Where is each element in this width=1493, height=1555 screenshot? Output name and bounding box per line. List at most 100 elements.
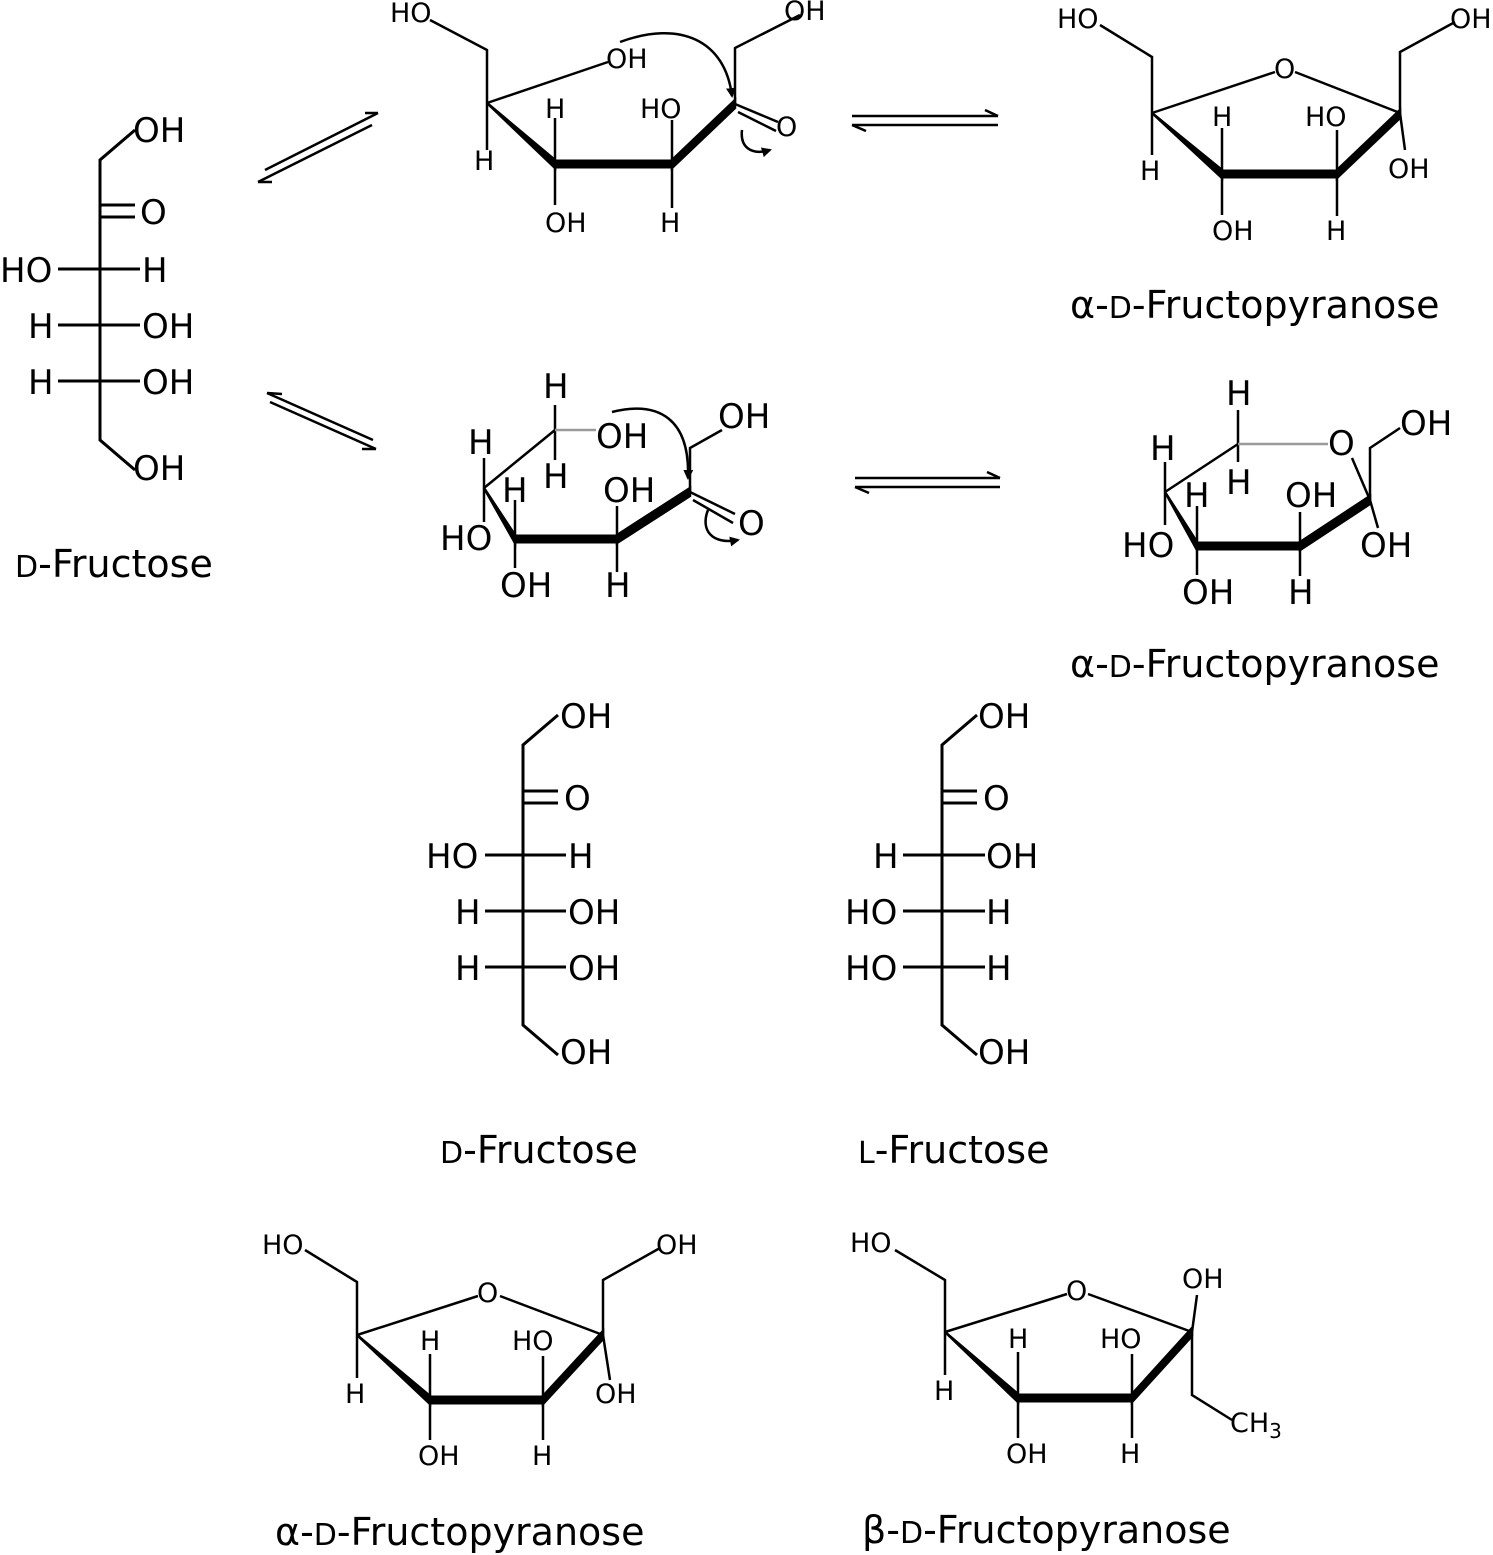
- ring-closing-furanose-intermediate: [429, 13, 801, 208]
- open-chain-d-fructose-top: [58, 128, 140, 472]
- atom-label: OH: [545, 208, 587, 239]
- atom-label: O: [983, 779, 1010, 819]
- atom-label: H: [1184, 476, 1210, 516]
- atom-label: H: [660, 208, 680, 239]
- atom-label: OH: [595, 1379, 637, 1410]
- atom-label: HO: [1100, 1324, 1142, 1355]
- atom-label: H: [468, 423, 494, 463]
- atom-label: H: [420, 1326, 440, 1357]
- atom-label: OH: [656, 1230, 698, 1261]
- atom-label: O: [1066, 1276, 1087, 1307]
- atom-label: HO: [512, 1326, 554, 1357]
- atom-label: H: [543, 367, 569, 407]
- atom-label: OH: [596, 417, 648, 457]
- atom-label: H: [605, 566, 631, 606]
- caption-d-fructose-top: D-Fructose: [15, 542, 213, 586]
- atom-label: O: [1274, 54, 1295, 85]
- atom-label: HO: [440, 519, 492, 559]
- atom-label: H: [986, 949, 1012, 989]
- atom-label: HO: [640, 94, 682, 125]
- atom-label: H: [545, 94, 565, 125]
- atom-label: OH: [603, 471, 655, 511]
- atom-label: OH: [1360, 526, 1412, 566]
- atom-label: H: [28, 307, 54, 347]
- atom-label: OH: [568, 893, 620, 933]
- atom-label: HO: [1057, 4, 1099, 35]
- ring-closing-pyranose-intermediate: [482, 405, 740, 572]
- atom-label: OH: [560, 1033, 612, 1073]
- atom-label: O: [140, 193, 167, 233]
- caption-beta-pyranose-bottom: β-D-Fructopyranose: [862, 1508, 1231, 1552]
- atom-label: HO: [262, 1230, 304, 1261]
- atom-label: OH: [560, 697, 612, 737]
- caption-pyranose-2: α-D-Fructopyranose: [1070, 642, 1439, 686]
- atom-label: H: [474, 146, 494, 177]
- atom-label: H: [1120, 1439, 1140, 1470]
- atom-label: H: [986, 893, 1012, 933]
- atom-label: H: [455, 949, 481, 989]
- atom-label: O: [1328, 424, 1355, 464]
- atom-label: H: [934, 1376, 954, 1407]
- atom-label: OH: [1006, 1439, 1048, 1470]
- atom-label: H: [568, 837, 594, 877]
- atom-label: HO: [0, 251, 52, 291]
- atom-label: H: [142, 251, 168, 291]
- atom-label: OH: [718, 397, 770, 437]
- atom-label-ch3: CH3: [1230, 1408, 1282, 1443]
- atom-label: OH: [784, 0, 826, 27]
- atom-label: OH: [1182, 573, 1234, 613]
- atom-label: OH: [1182, 1264, 1224, 1295]
- atom-label: H: [345, 1379, 365, 1410]
- atom-label: OH: [1450, 4, 1492, 35]
- caption-l-fructose-middle: L-Fructose: [858, 1128, 1049, 1172]
- atom-label: HO: [845, 893, 897, 933]
- atom-label: H: [502, 471, 528, 511]
- atom-label: HO: [845, 949, 897, 989]
- atom-label: OH: [568, 949, 620, 989]
- atom-label: OH: [1388, 154, 1430, 185]
- furanose-ring-bottom-right: [894, 1248, 1233, 1438]
- atom-label: HO: [1305, 102, 1347, 133]
- caption-pyranose-1: α-D-Fructopyranose: [1070, 283, 1439, 327]
- atom-label: H: [1326, 216, 1346, 247]
- atom-label: HO: [390, 0, 432, 29]
- atom-label: OH: [606, 44, 648, 75]
- atom-label: H: [543, 457, 569, 497]
- pyranose-ring-right: [1163, 410, 1401, 576]
- atom-label: OH: [978, 697, 1030, 737]
- atom-label: OH: [142, 307, 194, 347]
- atom-label: H: [1226, 463, 1252, 503]
- atom-label: OH: [1212, 216, 1254, 247]
- atom-label: OH: [986, 837, 1038, 877]
- atom-label: O: [738, 504, 765, 544]
- atom-label: H: [1226, 374, 1252, 414]
- atom-label: OH: [133, 111, 185, 151]
- atom-label: OH: [1285, 476, 1337, 516]
- atom-label: OH: [142, 363, 194, 403]
- furanose-ring-top-right: [1099, 20, 1456, 216]
- atom-label: H: [1288, 573, 1314, 613]
- atom-label: OH: [1400, 404, 1452, 444]
- atom-label: H: [455, 893, 481, 933]
- atom-label: H: [1150, 429, 1176, 469]
- atom-label: HO: [850, 1228, 892, 1259]
- atom-label: O: [477, 1278, 498, 1309]
- open-chain-d-fructose-middle: [485, 713, 566, 1057]
- atom-label: H: [1212, 102, 1232, 133]
- atom-label: H: [1008, 1324, 1028, 1355]
- equilibrium-arrow-upper-left: [257, 111, 379, 184]
- atom-label: H: [532, 1441, 552, 1472]
- equilibrium-arrow-lower-right: [854, 470, 1001, 495]
- atom-label: O: [776, 112, 797, 143]
- furanose-ring-bottom-left: [304, 1246, 661, 1440]
- caption-d-fructose-middle: D-Fructose: [440, 1128, 638, 1172]
- atom-label: O: [564, 779, 591, 819]
- equilibrium-arrow-upper-right: [851, 108, 999, 133]
- atom-label: OH: [500, 566, 552, 606]
- caption-alpha-pyranose-bottom: α-D-Fructopyranose: [275, 1510, 644, 1554]
- atom-label: OH: [978, 1033, 1030, 1073]
- atom-label: H: [1140, 156, 1160, 187]
- equilibrium-arrow-lower-left: [266, 391, 377, 451]
- open-chain-l-fructose-middle: [903, 713, 985, 1057]
